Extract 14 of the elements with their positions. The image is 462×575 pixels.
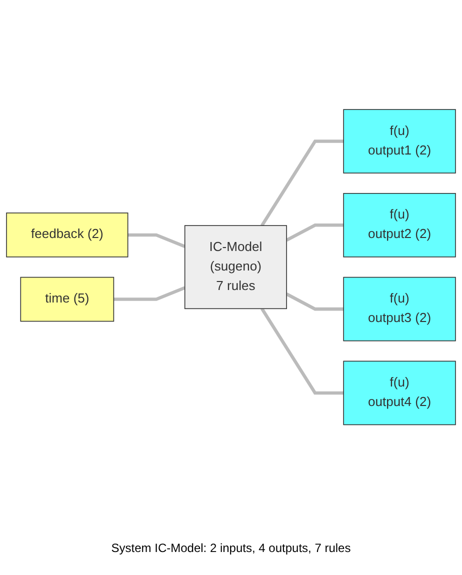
connector — [128, 234, 186, 248]
connector — [260, 308, 344, 395]
connector — [260, 140, 344, 227]
connector — [286, 292, 344, 312]
node-box: time (5) — [20, 277, 114, 322]
caption: System IC-Model: 2 inputs, 4 outputs, 7 rules — [111, 541, 351, 555]
connector — [114, 286, 186, 302]
node-box: f(u) output1 (2) — [343, 109, 456, 174]
connector — [286, 224, 344, 242]
node-box: f(u) output2 (2) — [343, 193, 456, 258]
node-box: feedback (2) — [6, 212, 128, 258]
node-box: f(u) output3 (2) — [343, 277, 456, 342]
node-box: f(u) output4 (2) — [343, 361, 456, 426]
node-box: IC-Model (sugeno) 7 rules — [184, 226, 287, 310]
